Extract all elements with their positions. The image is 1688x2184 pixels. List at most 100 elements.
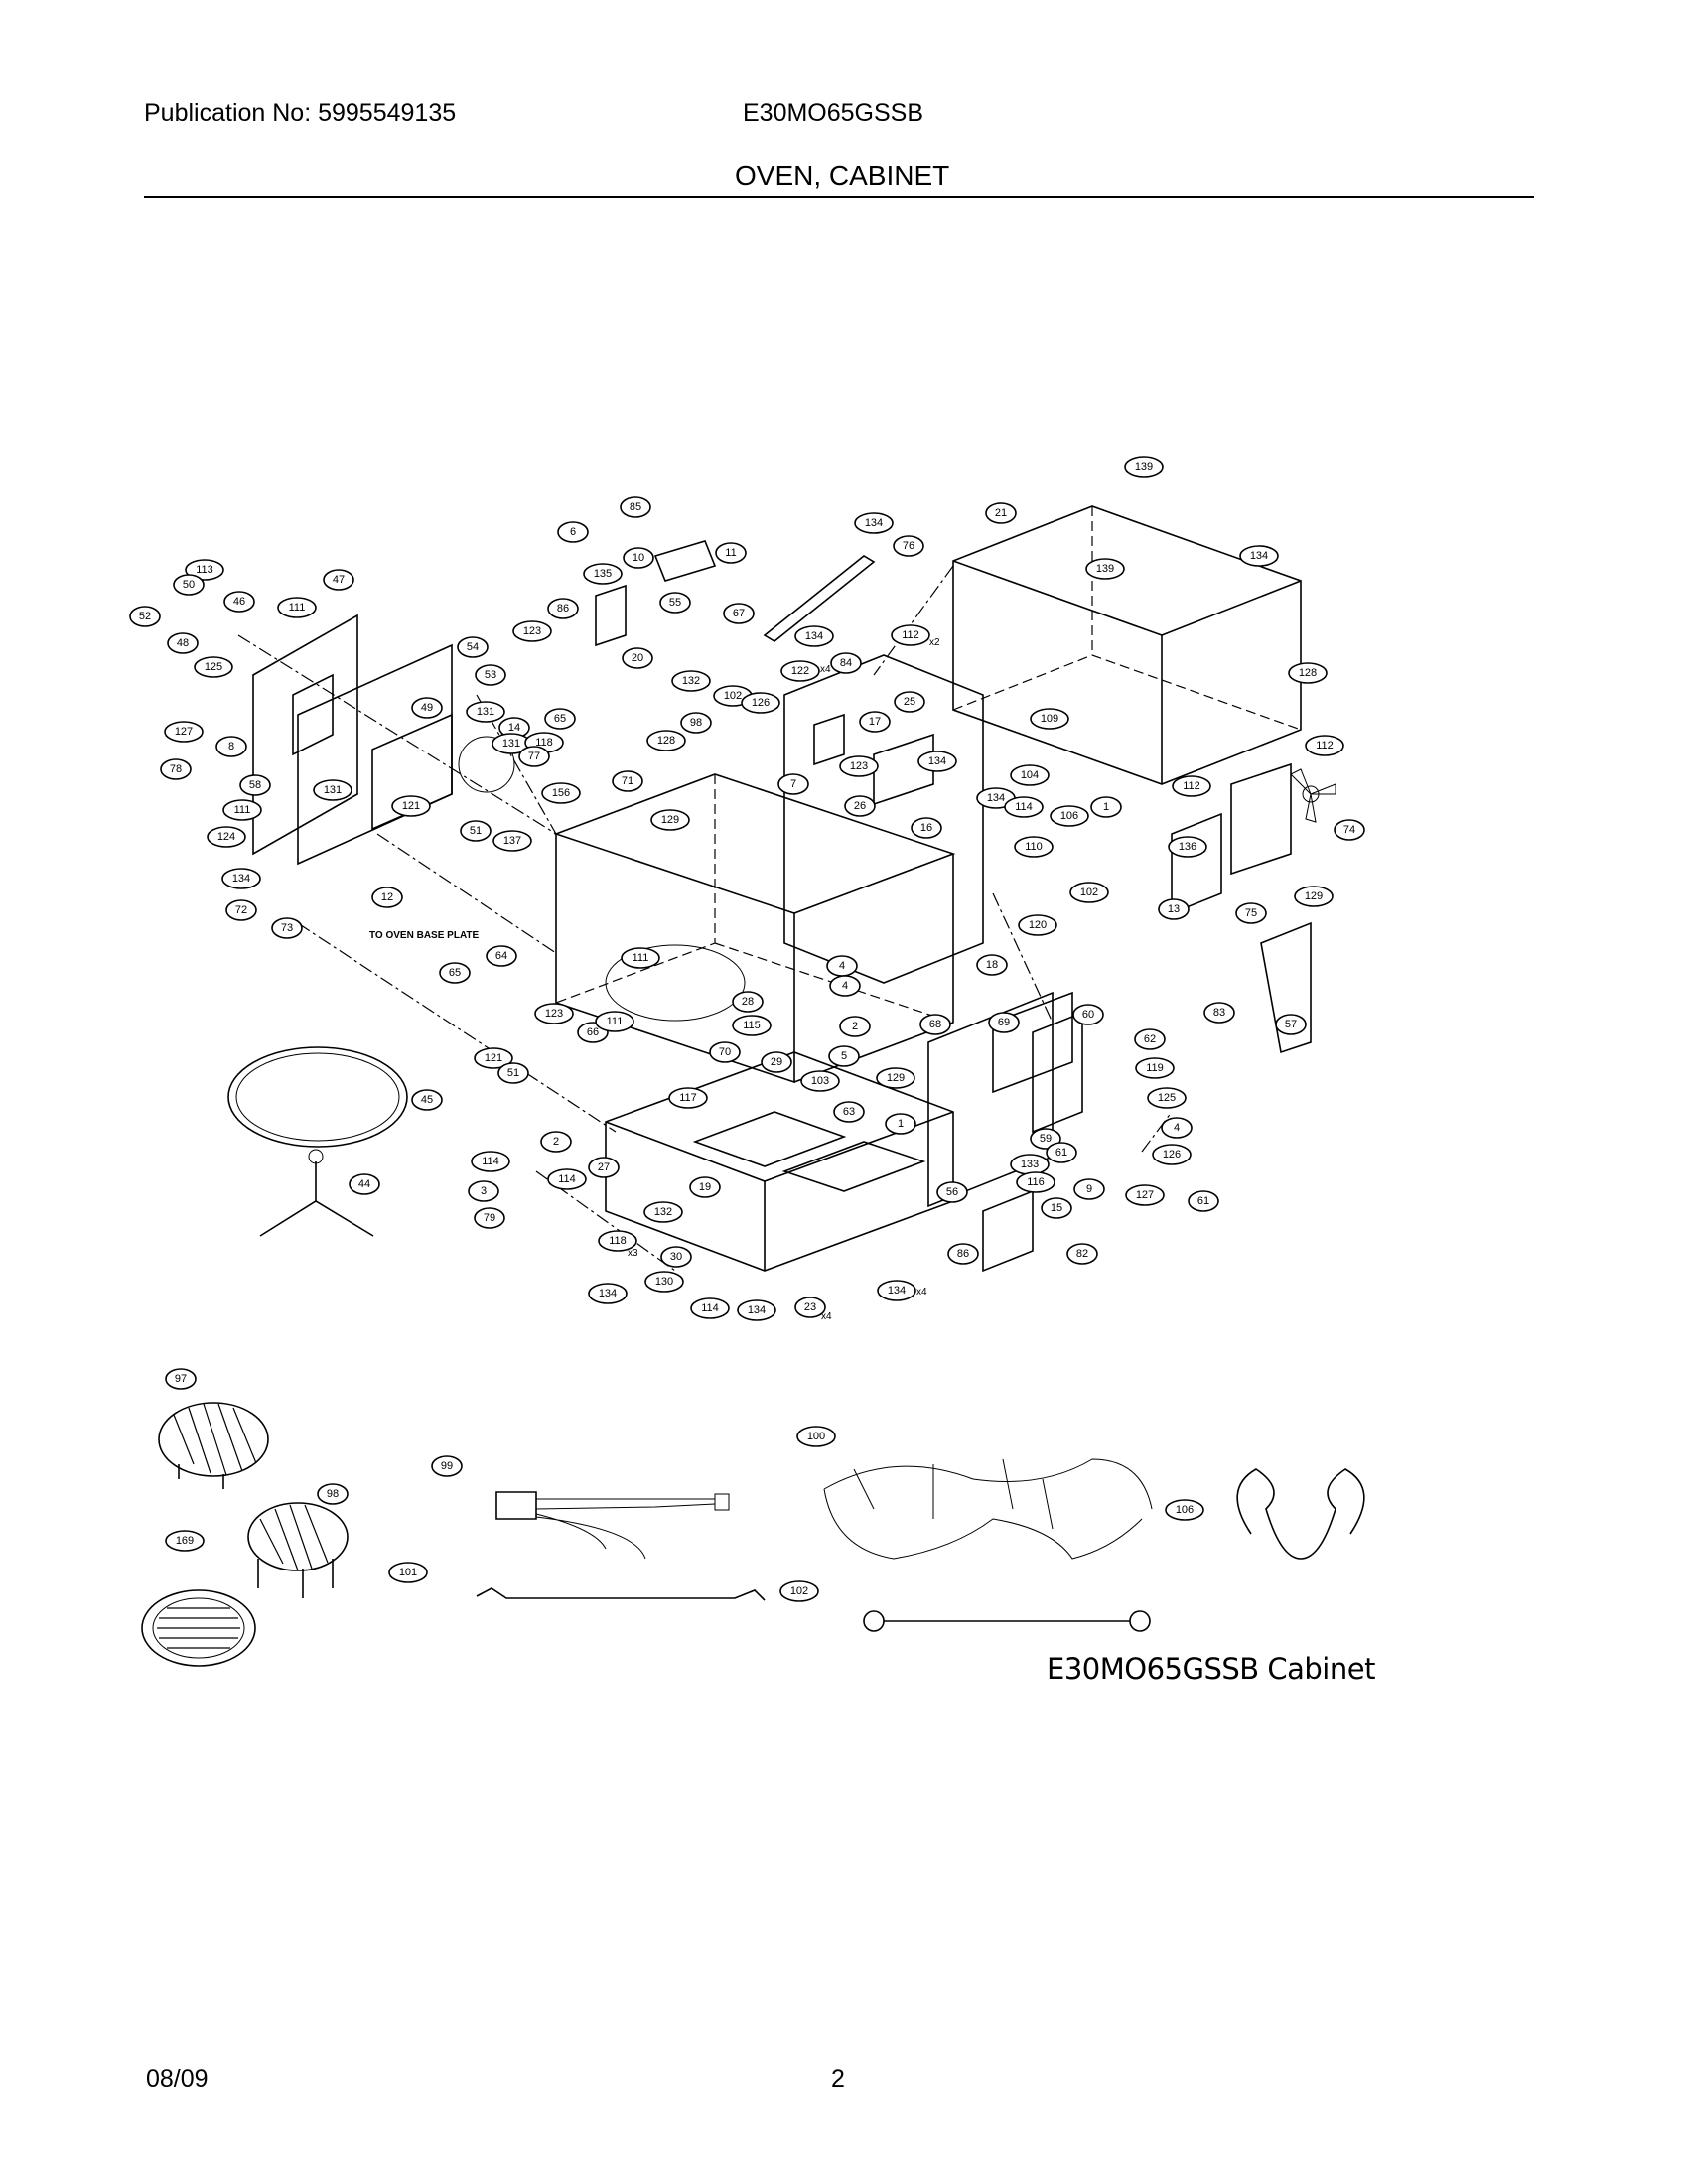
- callout-label: 16: [920, 822, 932, 834]
- callout-label: 110: [1025, 841, 1043, 853]
- callout-134: 134: [917, 751, 957, 772]
- callout-127: 127: [164, 721, 204, 743]
- callout-115: 115: [732, 1015, 772, 1036]
- quantity-mark: x4: [821, 1311, 832, 1322]
- callout-bubble: [1165, 1499, 1204, 1521]
- callout-label: 134: [1250, 550, 1268, 562]
- callout-label: 130: [655, 1276, 673, 1288]
- callout-label: 98: [327, 1488, 339, 1500]
- callout-label: 156: [552, 787, 570, 799]
- callout-bubble: [668, 1087, 708, 1109]
- quantity-mark: x3: [628, 1248, 638, 1259]
- callout-133: 133: [1010, 1154, 1050, 1175]
- callout-134: 134: [976, 787, 1016, 809]
- callout-56: 56: [936, 1181, 968, 1203]
- callout-bubble: [588, 1157, 620, 1178]
- callout-label: 3: [481, 1185, 487, 1197]
- callout-130: 130: [644, 1271, 684, 1293]
- callout-bubble: [854, 512, 894, 534]
- publication-date: 08/09: [146, 2065, 209, 2093]
- callout-126: 126: [741, 692, 780, 714]
- callout-bubble: [474, 1047, 513, 1069]
- callout-bubble: [164, 721, 204, 743]
- callout-116: 116: [1016, 1171, 1055, 1193]
- callout-label: 134: [748, 1304, 766, 1316]
- callout-label: 126: [752, 697, 770, 709]
- callout-label: 117: [679, 1092, 697, 1104]
- callout-bubble: [185, 559, 224, 581]
- grill-169: [141, 1589, 256, 1667]
- callout-label: 132: [682, 675, 700, 687]
- callout-102: 102: [779, 1580, 819, 1602]
- callout-label: 132: [654, 1206, 672, 1218]
- callout-label: 84: [840, 657, 852, 669]
- callout-bubble: [349, 1173, 380, 1195]
- callout-label: 97: [175, 1373, 187, 1385]
- callout-6: 6: [557, 521, 589, 543]
- callout-61: 61: [1188, 1190, 1219, 1212]
- callout-bubble: [829, 975, 861, 997]
- callout-bubble: [222, 799, 262, 821]
- callout-label: 111: [289, 602, 306, 614]
- callout-label: 109: [1041, 713, 1058, 725]
- callout-bubble: [221, 868, 261, 889]
- callout-51: 51: [497, 1062, 529, 1084]
- callout-label: 63: [843, 1106, 855, 1118]
- callout-132: 132: [643, 1201, 683, 1223]
- callout-label: 99: [441, 1460, 453, 1472]
- callout-label: 1: [898, 1118, 904, 1130]
- callout-label: 51: [507, 1067, 519, 1079]
- callout-label: 77: [528, 751, 540, 762]
- callout-label: 123: [523, 625, 541, 637]
- callout-77: 77: [518, 746, 550, 767]
- callout-82: 82: [1066, 1243, 1098, 1265]
- callout-bubble: [512, 620, 552, 642]
- callout-129: 129: [650, 809, 690, 831]
- callout-bubble: [1030, 708, 1069, 730]
- callout-119: 119: [1135, 1057, 1175, 1079]
- callout-84: 84: [830, 652, 862, 674]
- callout-103: 103: [800, 1070, 840, 1092]
- callout-10: 10: [623, 547, 654, 569]
- callout-label: 127: [175, 726, 193, 738]
- callout-4: 4: [1161, 1117, 1193, 1139]
- callout-bubble: [1018, 914, 1057, 936]
- callout-label: 129: [887, 1072, 905, 1084]
- callout-label: 9: [1086, 1183, 1092, 1195]
- callout-62: 62: [1134, 1028, 1166, 1050]
- callout-4: 4: [826, 955, 858, 977]
- callout-bubble: [388, 1562, 428, 1583]
- callout-126: 126: [1152, 1144, 1192, 1165]
- callout-134: 134: [221, 868, 261, 889]
- callout-bubble: [497, 1062, 529, 1084]
- callout-label: 15: [1051, 1202, 1062, 1214]
- callout-bubble: [650, 809, 690, 831]
- callout-bubble: [1072, 1004, 1104, 1025]
- callout-label: 98: [690, 717, 702, 729]
- callout-label: 116: [1027, 1176, 1045, 1188]
- callout-label: 66: [587, 1026, 599, 1038]
- callout-129: 129: [876, 1067, 915, 1089]
- callout-64: 64: [486, 945, 517, 967]
- callout-bubble: [777, 773, 809, 795]
- callout-75: 75: [1235, 902, 1267, 924]
- callout-bubble: [885, 1113, 916, 1135]
- callout-label: 112: [1183, 780, 1200, 792]
- callout-69: 69: [988, 1012, 1020, 1033]
- callout-110: 110: [1014, 836, 1054, 858]
- publication-number: Publication No: 5995549135: [144, 99, 457, 127]
- callout-bubble: [859, 711, 891, 733]
- callout-bubble: [1147, 1087, 1187, 1109]
- callout-bubble: [1305, 735, 1344, 756]
- callout-label: 54: [467, 641, 479, 653]
- callout-label: 44: [358, 1178, 370, 1190]
- callout-label: 2: [852, 1021, 858, 1032]
- callout-label: 68: [929, 1019, 941, 1030]
- callout-bubble: [660, 1246, 692, 1268]
- callout-label: 65: [449, 967, 461, 979]
- callout-97: 97: [165, 1368, 197, 1390]
- rack-97: [158, 1402, 269, 1489]
- callout-label: 134: [865, 517, 883, 529]
- callout-45: 45: [411, 1089, 443, 1111]
- callout-bubble: [1016, 1171, 1055, 1193]
